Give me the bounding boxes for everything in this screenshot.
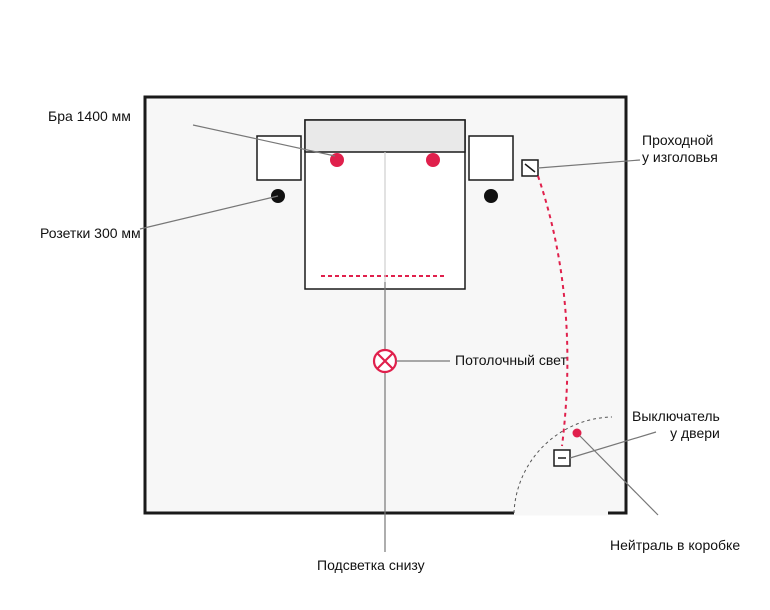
pass-switch-label-line2: у изголовья bbox=[642, 149, 718, 165]
socket-right-icon bbox=[484, 189, 498, 203]
sconce-leader bbox=[192, 124, 336, 157]
pass-switch-leader bbox=[537, 159, 641, 169]
sconce-left-icon bbox=[330, 153, 344, 167]
door-swing-arc bbox=[513, 416, 613, 514]
ceiling-light-icon bbox=[372, 348, 398, 374]
door-switch-icon bbox=[553, 449, 571, 467]
nightstand-right bbox=[468, 135, 514, 181]
door-switch-label: Выключатель у двери bbox=[632, 408, 720, 442]
pass-switch-icon bbox=[521, 159, 539, 177]
underlight-label: Подсветка снизу bbox=[317, 557, 425, 573]
pass-switch-label: Проходной у изголовья bbox=[642, 132, 718, 166]
door-switch-label-line1: Выключатель bbox=[632, 408, 720, 424]
neutral-junction-icon bbox=[572, 428, 582, 438]
sockets-label: Розетки 300 мм bbox=[40, 225, 141, 241]
ceiling-light-label: Потолочный свет bbox=[455, 352, 567, 368]
door-switch-label-line2: у двери bbox=[670, 425, 720, 441]
sconce-label: Бра 1400 мм bbox=[48, 108, 131, 124]
switch-wiring bbox=[537, 175, 569, 447]
nightstand-left bbox=[256, 135, 302, 181]
sconce-right-icon bbox=[426, 153, 440, 167]
neutral-label: Нейтраль в коробке bbox=[610, 537, 741, 553]
sockets-leader bbox=[139, 195, 279, 230]
neutral-leader bbox=[579, 435, 659, 516]
door-switch-leader bbox=[569, 431, 657, 459]
bed-headboard bbox=[304, 119, 466, 153]
pass-switch-label-line1: Проходной bbox=[642, 132, 714, 148]
